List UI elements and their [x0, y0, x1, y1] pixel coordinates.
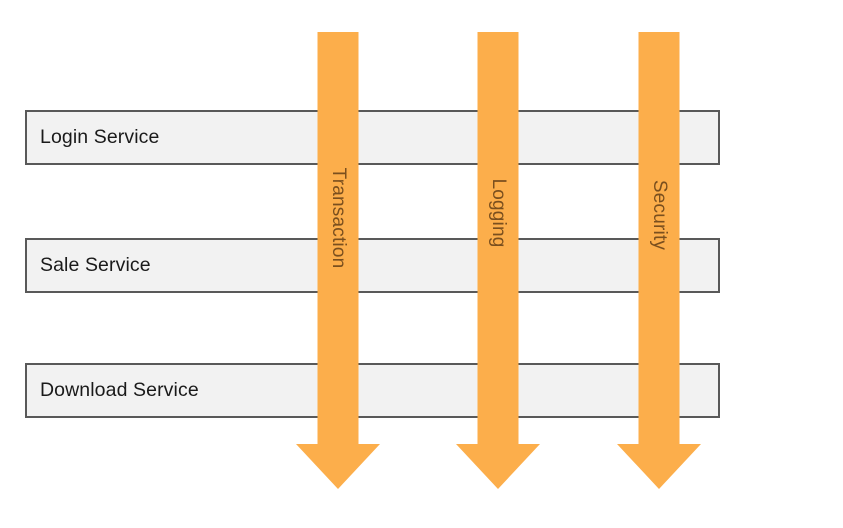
service-label-download: Download Service [40, 378, 199, 401]
service-row-download[interactable]: Download Service [25, 363, 720, 418]
aspect-label-logging: Logging [488, 178, 509, 248]
service-row-login[interactable]: Login Service [25, 110, 720, 165]
aspect-label-transaction: Transaction [328, 167, 349, 269]
service-row-sale[interactable]: Sale Service [25, 238, 720, 293]
service-label-sale: Sale Service [40, 253, 151, 276]
service-label-login: Login Service [40, 125, 160, 148]
arrow-head-down-icon [456, 444, 540, 489]
arrow-head-down-icon [296, 444, 380, 489]
aspect-label-security: Security [649, 179, 670, 251]
arrow-head-down-icon [617, 444, 701, 489]
